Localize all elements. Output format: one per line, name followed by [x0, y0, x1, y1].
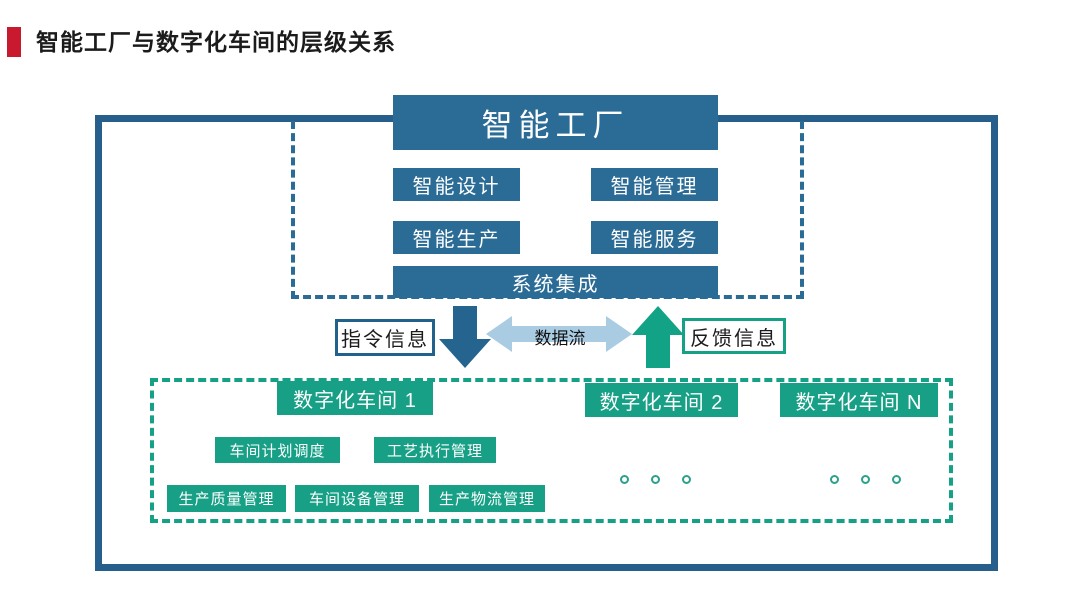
up-arrow-icon: [632, 306, 684, 368]
data-stream-double-arrow-icon: [486, 316, 632, 352]
data-stream-label: 数据流: [534, 329, 586, 348]
factory-function-service: 智能服务: [591, 221, 718, 254]
module-process-execution: 工艺执行管理: [374, 437, 496, 463]
module-quality-mgmt: 生产质量管理: [167, 485, 286, 512]
workshop-header-2: 数字化车间 2: [585, 383, 738, 417]
factory-title-box: 智能工厂: [393, 95, 718, 150]
module-logistics-mgmt: 生产物流管理: [429, 485, 545, 512]
module-equipment-mgmt: 车间设备管理: [295, 485, 419, 512]
title-accent-bar: [7, 27, 21, 57]
system-integration-box: 系统集成: [393, 266, 718, 298]
down-arrow-icon: [439, 306, 491, 368]
workshop-header-n: 数字化车间 N: [780, 383, 938, 417]
module-plan-scheduling: 车间计划调度: [215, 437, 340, 463]
workshops-dashed-zone: [150, 378, 953, 523]
ellipsis-dot: [651, 475, 660, 484]
ellipsis-dot: [861, 475, 870, 484]
ellipsis-dot: [892, 475, 901, 484]
page-title: 智能工厂与数字化车间的层级关系: [36, 29, 396, 55]
factory-function-manage: 智能管理: [591, 168, 718, 201]
workshop-header-1: 数字化车间 1: [277, 381, 433, 415]
feedback-info-label: 反馈信息: [682, 318, 786, 354]
factory-function-produce: 智能生产: [393, 221, 520, 254]
ellipsis-dot: [830, 475, 839, 484]
ellipsis-dot: [620, 475, 629, 484]
ellipsis-dot: [682, 475, 691, 484]
factory-function-design: 智能设计: [393, 168, 520, 201]
command-info-label: 指令信息: [335, 319, 435, 356]
